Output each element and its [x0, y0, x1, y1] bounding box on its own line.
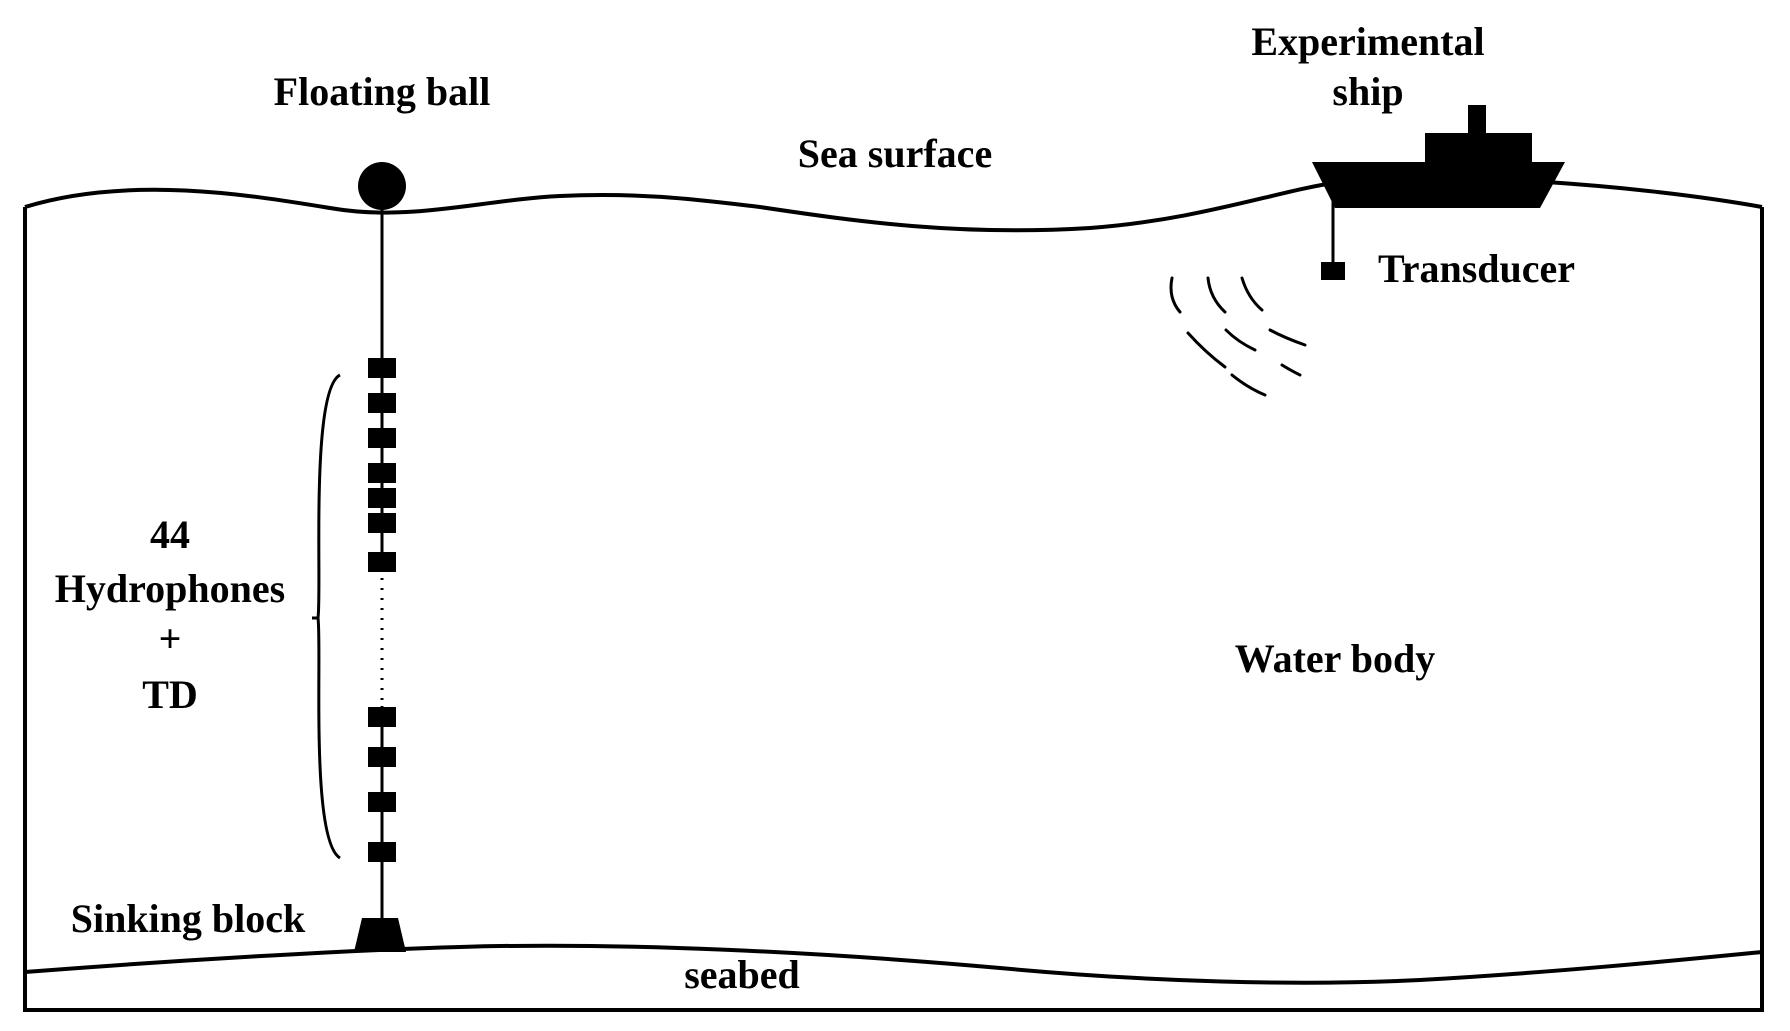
- hydrophones-count-label: 44: [150, 512, 190, 557]
- seabed-line: [24, 943, 1763, 985]
- floating-ball-label: Floating ball: [274, 69, 491, 114]
- acoustic-wave-icon: [1169, 276, 1307, 397]
- experimental-ship-label-line2: ship: [1332, 69, 1403, 114]
- plus-label: +: [159, 616, 182, 661]
- hydrophone-icon: [368, 358, 396, 378]
- hydrophone-icon: [368, 463, 396, 483]
- hydrophones-label: Hydrophones: [55, 566, 285, 611]
- hydrophone-icon: [368, 393, 396, 413]
- hydrophone-icon: [368, 842, 396, 862]
- transducer-label: Transducer: [1378, 246, 1575, 291]
- hydrophone-icon: [368, 707, 396, 727]
- hydrophone-group-brace: [312, 373, 341, 860]
- td-label: TD: [142, 672, 198, 717]
- container-outline: [23, 207, 1764, 1012]
- transducer-icon: [1321, 262, 1345, 280]
- hydrophone-icon: [368, 513, 396, 533]
- hydrophone-icon: [368, 747, 396, 767]
- hydrophone-icon: [368, 488, 396, 508]
- sinking-block-label: Sinking block: [71, 896, 306, 941]
- floating-ball-icon: [358, 162, 406, 210]
- water-body-label: Water body: [1235, 636, 1435, 681]
- sea-surface-label: Sea surface: [798, 131, 992, 176]
- experimental-ship-icon: [1312, 105, 1565, 208]
- seabed-label: seabed: [684, 952, 800, 997]
- hydrophone-icon: [368, 552, 396, 572]
- hydrophone-icon: [368, 428, 396, 448]
- sinking-block-icon: [354, 918, 406, 952]
- experimental-ship-label-line1: Experimental: [1251, 19, 1484, 64]
- hydrophone-icon: [368, 792, 396, 812]
